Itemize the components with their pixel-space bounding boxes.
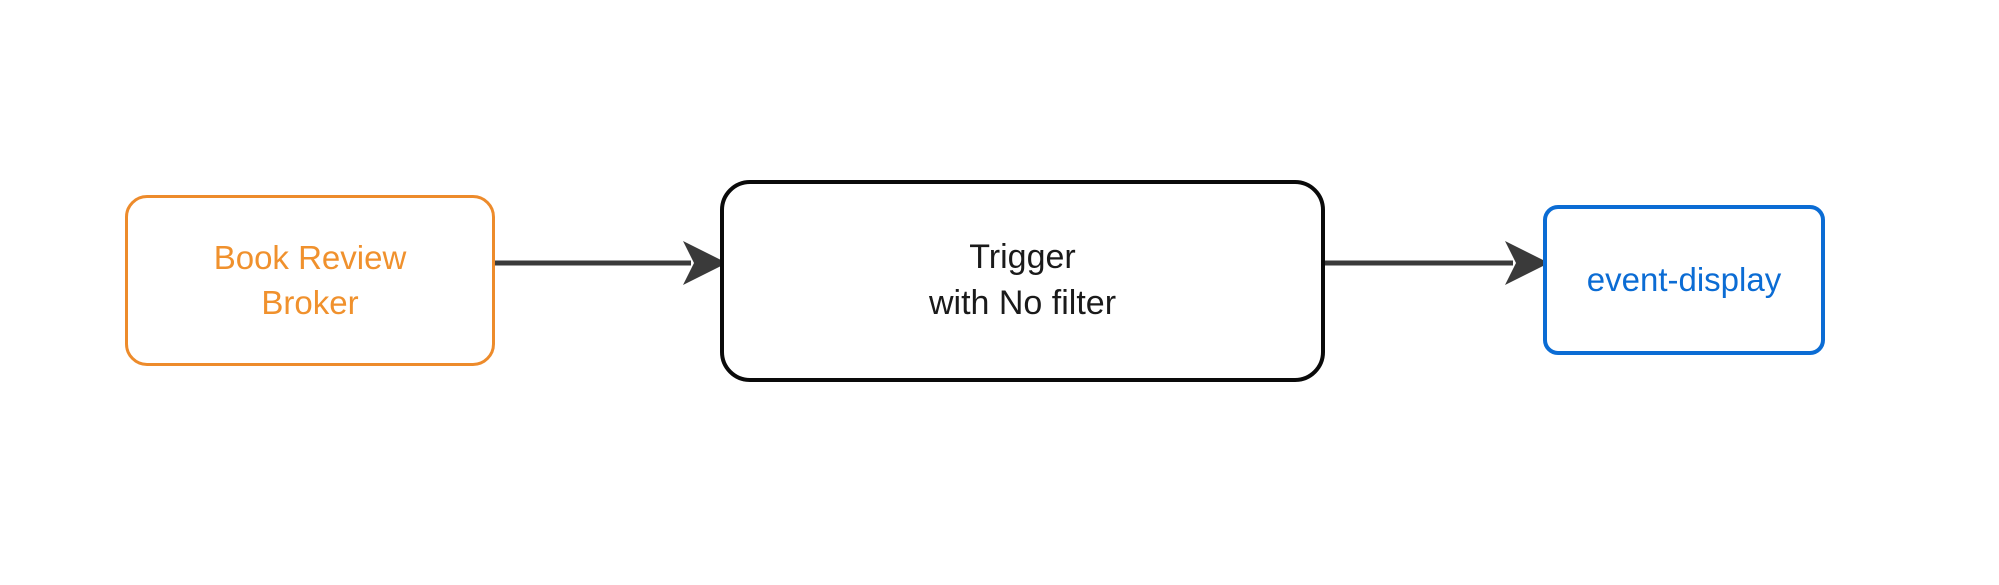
edge-trigger-to-sink-svg — [1325, 241, 1549, 285]
node-book-review-broker[interactable]: Book Review Broker — [125, 195, 495, 366]
edge-trigger-to-sink — [1325, 236, 1549, 290]
node-trigger-with-no-filter[interactable]: Trigger with No filter — [720, 180, 1325, 382]
node-sink-label: event-display — [1586, 260, 1782, 298]
node-trigger-label-line-2: with No filter — [928, 284, 1117, 322]
edge-source-to-trigger — [495, 236, 727, 290]
node-event-display[interactable]: event-display — [1543, 205, 1825, 355]
node-trigger-label-line-1: Trigger — [969, 238, 1076, 277]
node-source-label-line-2: Broker — [261, 283, 359, 321]
edge-source-to-trigger-svg — [495, 241, 727, 285]
node-source-label-line-1: Book Review — [213, 239, 407, 277]
